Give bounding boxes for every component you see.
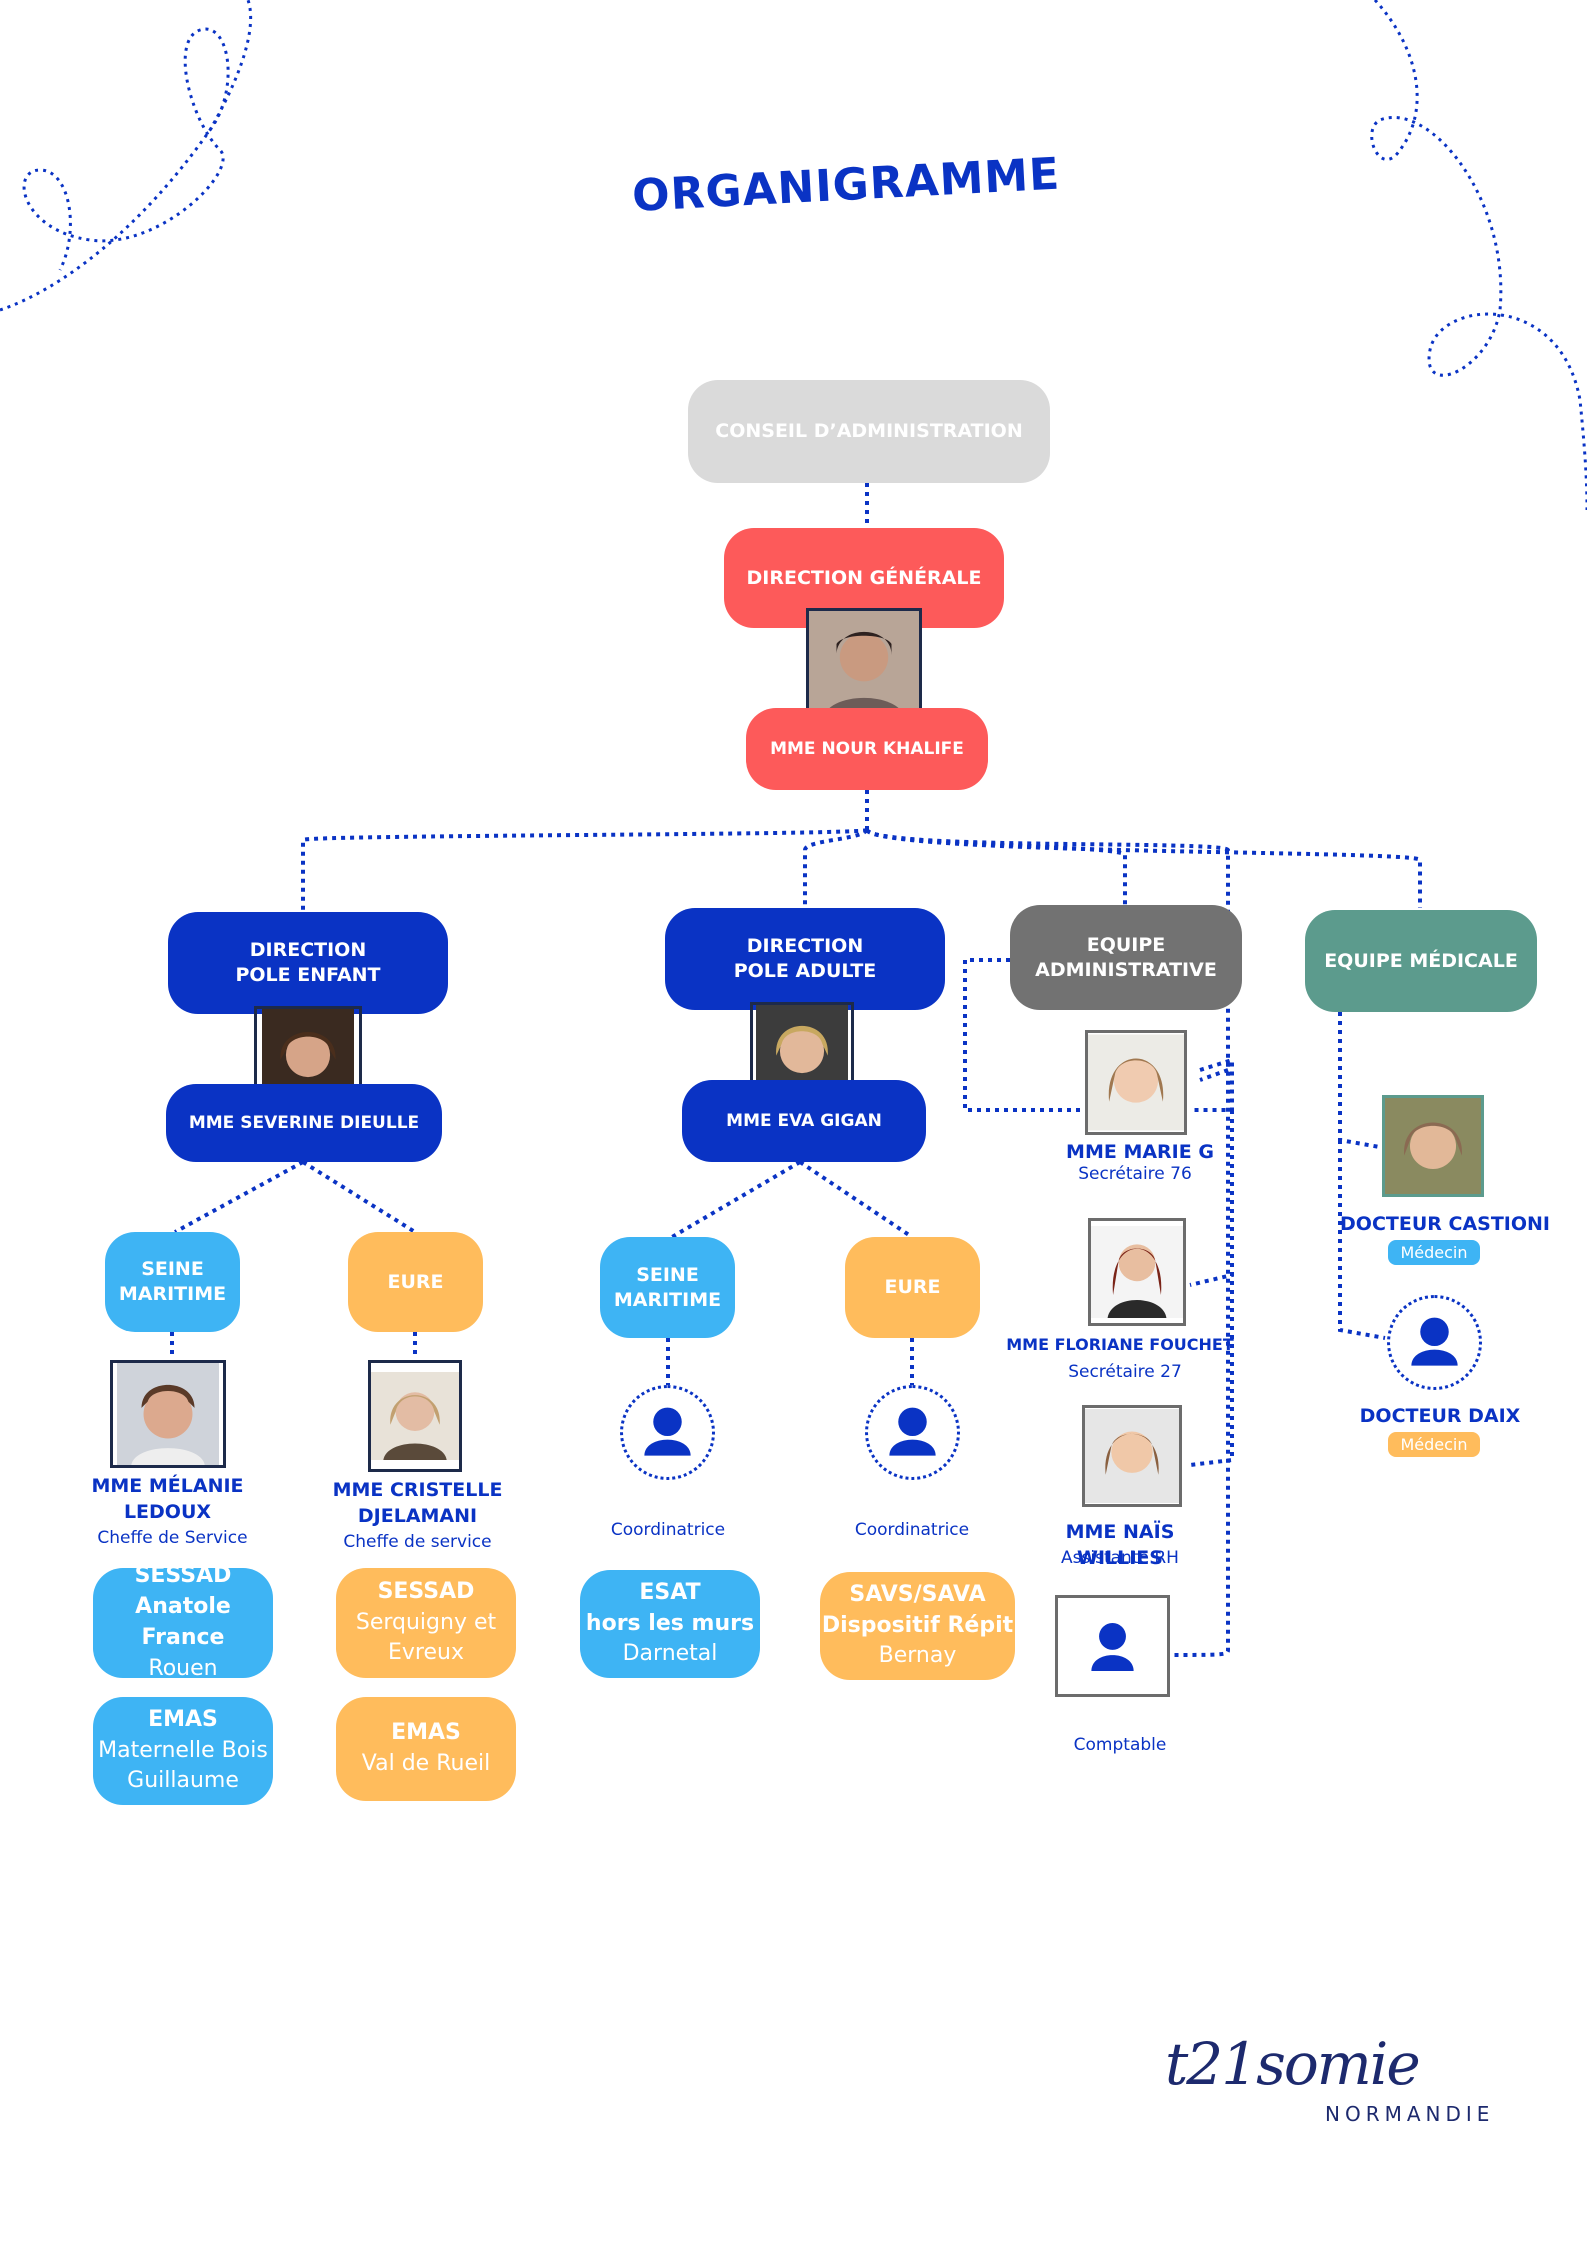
director-name: MME NOUR KHALIFE xyxy=(770,738,964,759)
council-label: CONSEIL D’ADMINISTRATION xyxy=(715,420,1023,443)
admin-photo-3 xyxy=(1082,1405,1182,1507)
admin-photo-4 xyxy=(1055,1595,1170,1697)
admin-member-1-name: MME MARIE G xyxy=(1066,1141,1214,1163)
brand-logo: t21somie NORMANDIE xyxy=(1165,2030,1515,2126)
enfant-eure-person: MME CRISTELLE DJELAMANI xyxy=(325,1478,510,1529)
enfant-seine-role: Cheffe de Service xyxy=(97,1528,248,1548)
unit-line2: Rouen xyxy=(148,1655,218,1681)
pole-enfant-name: MME SEVERINE DIEULLE xyxy=(188,1112,420,1133)
unit-title: EMAS xyxy=(148,1706,218,1732)
enfant-seine-person-line1: MME MÉLANIE xyxy=(91,1475,244,1497)
pole-adulte-line1: DIRECTION xyxy=(746,935,864,958)
pole-adulte-name-box: MME EVA GIGAN xyxy=(682,1080,926,1162)
admin-line1: EQUIPE xyxy=(1086,933,1166,956)
pole-enfant-line1: DIRECTION xyxy=(249,939,367,962)
admin-photo-1 xyxy=(1085,1030,1187,1135)
adulte-seine-placeholder xyxy=(620,1385,715,1480)
adulte-seine-line2: MARITIME xyxy=(613,1288,722,1311)
medical-member-1-role: Médecin xyxy=(1388,1240,1480,1265)
unit-line2: Guillaume xyxy=(127,1768,239,1794)
pole-adulte-line2: POLE ADULTE xyxy=(733,960,877,982)
admin-member-1-role: Secrétaire 76 xyxy=(1078,1164,1192,1184)
enfant-eure-person-line2: DJELAMANI xyxy=(357,1504,478,1527)
director-photo xyxy=(806,608,922,724)
adulte-seine-line1: SEINE xyxy=(636,1263,699,1286)
unit-line2: Bernay xyxy=(878,1643,957,1669)
enfant-seine-person: MME MÉLANIE LEDOUX xyxy=(80,1474,255,1525)
pole-enfant-name-box: MME SEVERINE DIEULLE xyxy=(166,1084,442,1162)
admin-photo-2 xyxy=(1088,1218,1186,1326)
director-name-box: MME NOUR KHALIFE xyxy=(746,708,988,790)
medical-member-2-role: Médecin xyxy=(1388,1432,1480,1457)
enfant-eure-label: EURE xyxy=(387,1270,444,1293)
unit-title: SESSAD xyxy=(377,1578,475,1604)
admin-member-3-name: MME NAÏS WILLIES xyxy=(1065,1521,1175,1569)
enfant-seine-person-line2: LEDOUX xyxy=(123,1500,212,1523)
user-icon xyxy=(1411,1317,1458,1366)
admin-box: EQUIPE ADMINISTRATIVE xyxy=(1010,905,1242,1010)
unit-title: ESAT xyxy=(639,1579,701,1605)
unit-line1: Serquigny et xyxy=(355,1609,497,1635)
user-icon xyxy=(644,1407,691,1456)
enfant-eure-role: Cheffe de service xyxy=(343,1532,492,1552)
adulte-eure-placeholder xyxy=(865,1385,960,1480)
user-icon xyxy=(889,1407,936,1456)
medical-label: EQUIPE MÉDICALE xyxy=(1324,949,1518,972)
enfant-eure-unit-2: EMAS Val de Rueil xyxy=(336,1697,516,1801)
enfant-eure-photo xyxy=(368,1360,462,1472)
medical-photo-1 xyxy=(1382,1095,1484,1197)
enfant-seine-box: SEINE MARITIME xyxy=(105,1232,240,1332)
adulte-seine-unit: ESAT hors les murs Darnetal xyxy=(580,1570,760,1678)
pole-adulte-box: DIRECTION POLE ADULTE xyxy=(665,908,945,1010)
enfant-seine-unit-2: EMAS Maternelle Bois Guillaume xyxy=(93,1697,273,1805)
enfant-eure-box: EURE xyxy=(348,1232,483,1332)
admin-line2: ADMINISTRATIVE xyxy=(1035,958,1217,981)
adulte-eure-unit: SAVS/SAVA Dispositif Répit Bernay xyxy=(820,1572,1015,1680)
pole-adulte-name: MME EVA GIGAN xyxy=(726,1110,882,1131)
unit-line1: Dispositif Répit xyxy=(821,1612,1014,1638)
council-box: CONSEIL D’ADMINISTRATION xyxy=(688,380,1050,483)
enfant-seine-unit-1: SESSAD Anatole France Rouen xyxy=(93,1563,273,1681)
admin-member-4-role: Comptable xyxy=(1073,1735,1167,1755)
unit-line1: Maternelle Bois xyxy=(98,1737,268,1763)
admin-member-2-name: MME FLORIANE FOUCHET xyxy=(1006,1335,1234,1354)
user-icon xyxy=(1064,1598,1161,1694)
unit-line2: Darnetal xyxy=(622,1641,718,1667)
adulte-eure-role: Coordinatrice xyxy=(854,1520,970,1540)
unit-line2: Evreux xyxy=(388,1640,464,1666)
enfant-eure-person-line1: MME CRISTELLE xyxy=(332,1479,503,1501)
unit-line1: hors les murs xyxy=(585,1610,755,1636)
pole-enfant-line2: POLE ENFANT xyxy=(235,964,381,986)
unit-line1: Val de Rueil xyxy=(361,1751,491,1776)
medical-box: EQUIPE MÉDICALE xyxy=(1305,910,1537,1012)
pole-enfant-box: DIRECTION POLE ENFANT xyxy=(168,912,448,1014)
medical-member-1-name: DOCTEUR CASTIONI xyxy=(1340,1213,1550,1235)
enfant-seine-photo xyxy=(110,1360,226,1468)
unit-title: SESSAD xyxy=(134,1563,232,1589)
enfant-seine-line1: SEINE xyxy=(141,1258,204,1281)
enfant-eure-unit-1: SESSAD Serquigny et Evreux xyxy=(336,1568,516,1678)
unit-title: SAVS/SAVA xyxy=(849,1581,986,1607)
brand-region: NORMANDIE xyxy=(1325,2102,1495,2126)
adulte-seine-role: Coordinatrice xyxy=(610,1520,726,1540)
admin-member-3-role: Assistante RH xyxy=(1061,1548,1179,1568)
adulte-eure-box: EURE xyxy=(845,1237,980,1338)
brand-logo-text: t21somie xyxy=(1165,2030,1421,2098)
adulte-seine-box: SEINE MARITIME xyxy=(600,1237,735,1338)
admin-member-2-role: Secrétaire 27 xyxy=(1068,1362,1182,1382)
enfant-seine-line2: MARITIME xyxy=(118,1283,227,1305)
medical-placeholder xyxy=(1387,1295,1482,1390)
unit-line1: Anatole France xyxy=(135,1594,231,1650)
adulte-eure-label: EURE xyxy=(884,1276,941,1299)
direction-generale-label: DIRECTION GÉNÉRALE xyxy=(746,566,982,589)
unit-title: EMAS xyxy=(391,1720,461,1746)
